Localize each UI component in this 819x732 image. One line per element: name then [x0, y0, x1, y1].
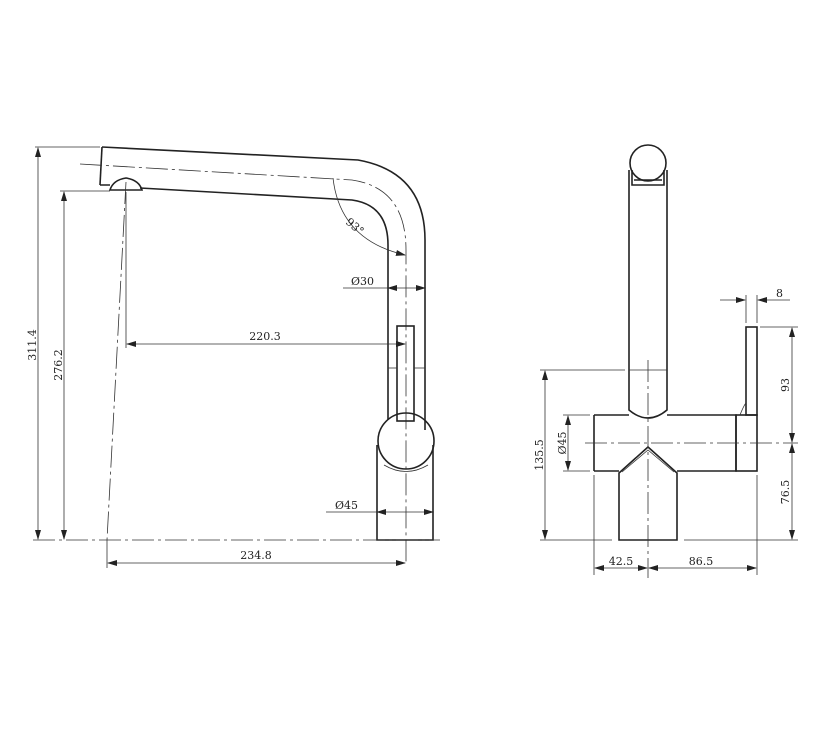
- dim-body-diameter: Ø45: [335, 499, 358, 512]
- dim-right: 86.5: [689, 555, 714, 568]
- dim-left: 42.5: [609, 555, 634, 568]
- dim-lever-height: 93: [779, 378, 792, 392]
- dim-lever-width: 8: [776, 287, 783, 300]
- dim-body-diameter-front: Ø45: [556, 431, 569, 454]
- dim-spout-diameter: Ø30: [351, 275, 374, 288]
- spout-centerline: [79, 163, 407, 565]
- angle-arc: [332, 177, 406, 256]
- spout-stem: [628, 170, 668, 419]
- dim-body-height: 135.5: [533, 439, 546, 471]
- dim-base-offset: 234.8: [240, 549, 272, 562]
- dim-spout-height: 276.2: [52, 349, 65, 381]
- spout-head: [629, 144, 667, 182]
- dim-reach: 220.3: [249, 330, 281, 343]
- dim-axis-height: 76.5: [779, 480, 792, 505]
- lever: [396, 325, 415, 422]
- lever-front: [745, 326, 758, 416]
- spout-outline: [99, 146, 426, 430]
- side-view: 311.4 276.2 220.3 234.8 Ø30 Ø45 93°: [26, 146, 440, 568]
- lever-knob: [377, 412, 435, 470]
- dim-total-height: 311.4: [26, 329, 39, 361]
- front-view: 8 93 76.5 135.5 Ø45 42.5 86.5: [533, 144, 798, 578]
- base-stem: [618, 445, 678, 541]
- aerator: [108, 177, 144, 191]
